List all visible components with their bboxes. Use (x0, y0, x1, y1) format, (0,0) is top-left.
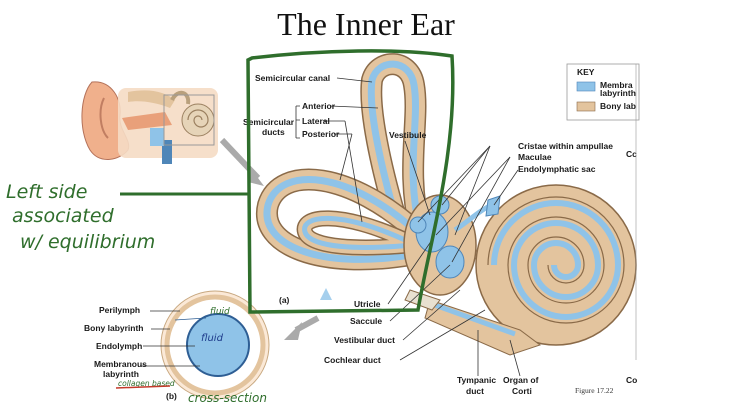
key-heading: KEY (577, 67, 595, 77)
annotation-left-side-3: w/ equilibrium (20, 231, 155, 253)
label-cristae: Cristae within ampullae (518, 141, 613, 151)
annotation-fluid-outer: fluid (210, 307, 230, 317)
label-organ-corti-1: Organ of (503, 375, 539, 385)
key-swatch-bony (576, 101, 596, 112)
annotation-fluid-inner: fluid (201, 333, 224, 344)
label-saccule: Saccule (350, 316, 382, 326)
label-cropped-co: Co (626, 375, 637, 385)
label-tympanic-duct-1: Tympanic (457, 375, 496, 385)
panel-letter-b: (b) (166, 391, 177, 401)
annotation-left-side-1: Left side (6, 181, 87, 203)
ear-overview-illustration (81, 81, 218, 164)
annotation-cross-section: cross-section (188, 391, 267, 403)
label-cochlear-duct: Cochlear duct (324, 355, 381, 365)
label-membranous-2: labyrinth (103, 369, 139, 379)
label-semicircular-canal: Semicircular canal (255, 73, 330, 83)
label-endolymphatic-sac: Endolymphatic sac (518, 164, 596, 174)
label-semicircular-ducts-1: Semicircular (243, 117, 295, 127)
cross-section-diagram (160, 290, 270, 400)
annotation-collagen-based: collagen based (118, 379, 175, 388)
label-tympanic-duct-2: duct (466, 386, 484, 396)
slide-title: The Inner Ear (277, 6, 455, 42)
label-anterior: Anterior (302, 101, 336, 111)
figure-caption: Figure 17.22 (575, 386, 614, 395)
label-membranous-1: Membranous (94, 359, 147, 369)
key-label-membranous-2: labyrinth (600, 88, 636, 98)
panel-letter-a: (a) (279, 295, 290, 305)
label-lateral: Lateral (302, 116, 330, 126)
label-semicircular-ducts-2: ducts (262, 127, 285, 137)
label-vestibule: Vestibule (389, 130, 427, 140)
leader-lines-a (295, 77, 521, 377)
key-label-membranous-1: Membra (600, 80, 633, 90)
annotation-left-side-2: associated (12, 205, 115, 227)
label-posterior: Posterior (302, 129, 340, 139)
legend-key: KEY Membra labyrinth Bony lab (566, 63, 640, 121)
key-label-bony: Bony lab (600, 101, 636, 111)
label-perilymph: Perilymph (99, 305, 140, 315)
label-vestibular-duct: Vestibular duct (334, 335, 395, 345)
cochlea (424, 184, 637, 356)
label-maculae: Maculae (518, 152, 552, 162)
leader-lines-b (140, 310, 200, 367)
label-utricle: Utricle (354, 299, 381, 309)
label-organ-corti-2: Corti (512, 386, 532, 396)
semicircular-canals (256, 53, 431, 271)
label-endolymph: Endolymph (96, 341, 142, 351)
label-cropped-cc: Cc (626, 149, 637, 159)
label-bony-labyrinth: Bony labyrinth (84, 323, 144, 333)
key-swatch-membranous (576, 81, 596, 92)
green-encircle-annotation (246, 49, 455, 314)
